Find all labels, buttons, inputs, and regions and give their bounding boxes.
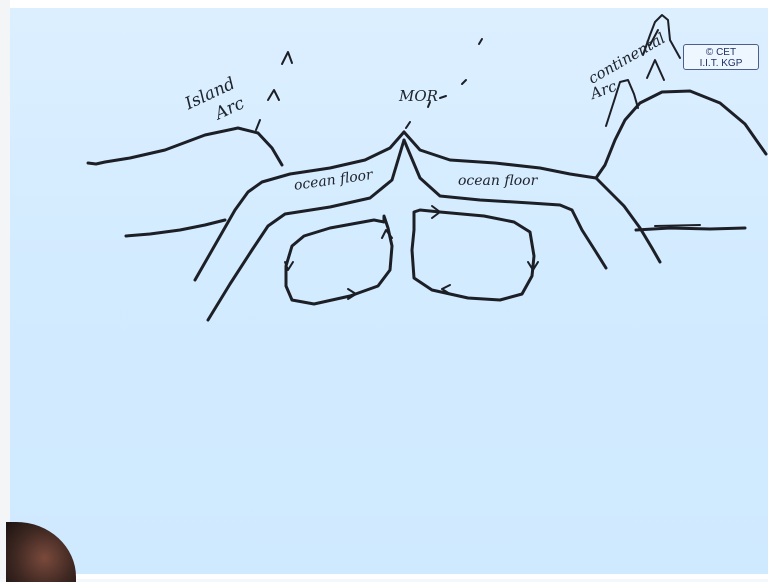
continent-base-line-2 <box>655 225 700 226</box>
convection-cell-right <box>412 210 534 300</box>
convection-cell-left <box>286 216 392 304</box>
right-plate-top <box>404 132 596 178</box>
mor-dash-3 <box>440 96 446 98</box>
left-deep-line <box>126 220 225 236</box>
mor-label: MOR <box>399 87 438 105</box>
continent-surface <box>596 91 766 178</box>
continental-caret <box>647 60 664 80</box>
ocean-floor-right-label: ocean floor <box>458 173 537 189</box>
left-plate-bottom <box>208 140 404 320</box>
mor-dash-5 <box>479 39 482 44</box>
continent-subduction-line <box>596 178 660 262</box>
mor-dash-4 <box>462 80 466 84</box>
left-plate-top <box>195 132 404 280</box>
island-arc-surface <box>88 128 282 165</box>
island-arc-caret-2 <box>268 90 279 100</box>
mor-dash-1 <box>406 122 410 128</box>
continent-base-line <box>636 228 745 230</box>
island-arc-caret-1 <box>282 52 292 64</box>
right-plate-bottom <box>404 140 606 268</box>
island-arc-caret-3 <box>256 120 260 130</box>
